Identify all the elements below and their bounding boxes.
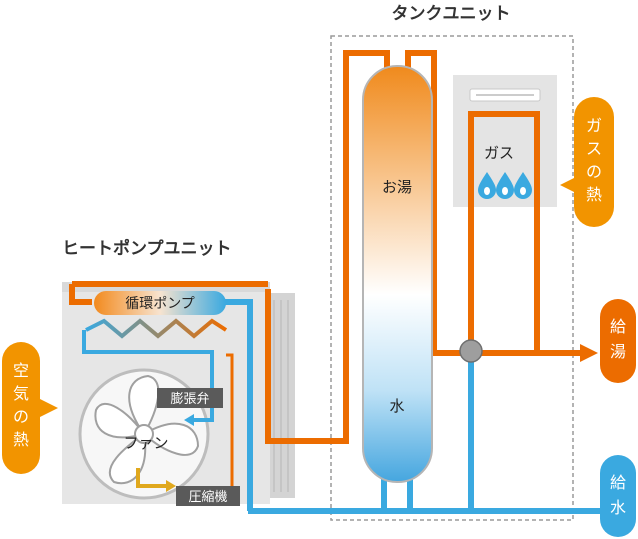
air-heat-label-4: 熱	[13, 430, 29, 449]
gas-flame-inner	[484, 187, 526, 195]
air-heat-label-2: 気	[13, 384, 29, 403]
tank-hot-water-label: お湯	[382, 178, 412, 196]
gas-heat-badge	[574, 97, 614, 227]
fan-hub	[134, 424, 154, 444]
heat-pump-unit-title: ヒートポンプユニット	[62, 238, 232, 259]
hot-water-supply-badge	[600, 299, 636, 383]
cold-water-pipes	[224, 299, 620, 514]
air-heat-arrow	[38, 398, 58, 418]
compressor-return-pipe	[226, 353, 234, 496]
circulation-pump-label: 循環ポンプ	[125, 296, 195, 312]
air-heat-label-3: の	[13, 407, 29, 426]
expansion-valve-box	[157, 388, 223, 408]
water-supply-label-2: 水	[610, 498, 626, 517]
gas-heat-label-1: ガ	[586, 116, 602, 135]
gas-heat-arrow	[560, 176, 578, 194]
gas-heat-label-4: 熱	[586, 185, 602, 204]
hot-water-supply-arrow	[580, 344, 598, 362]
compressor-label: 圧縮機	[188, 489, 227, 505]
hot-water-supply-label-1: 給	[610, 317, 626, 336]
compressor-box	[176, 486, 240, 506]
mixing-valve	[459, 339, 483, 363]
flame-icon	[496, 172, 514, 199]
compressor-arrow	[166, 480, 176, 492]
expansion-valve-arrow	[184, 414, 194, 426]
circulation-pump-box	[94, 291, 226, 315]
expansion-valve-label: 膨張弁	[170, 392, 209, 407]
gas-heat-label-3: の	[586, 162, 602, 181]
heat-exchanger-coil	[85, 318, 228, 339]
flame-icon	[478, 172, 496, 199]
hot-water-pipes	[265, 50, 583, 444]
water-supply-label-1: 給	[610, 473, 626, 492]
fan-label: ファン	[123, 434, 168, 452]
air-heat-label-1: 空	[13, 361, 29, 380]
hot-water-supply-label-2: 湯	[610, 342, 626, 361]
tank-unit-title: タンクユニット	[392, 4, 511, 24]
gas-label: ガス	[484, 144, 514, 162]
refrigerant-circuit-hot	[69, 281, 268, 305]
tank-unit-boundary	[330, 35, 574, 521]
heat-pump-fin-lines	[273, 300, 289, 492]
flame-icon	[514, 172, 532, 199]
gas-flame-icons	[478, 172, 532, 199]
gas-heat-label-2: ス	[586, 139, 602, 158]
air-heat-badge	[2, 342, 40, 474]
compressor-pipe	[136, 468, 168, 488]
water-supply-badge	[600, 455, 636, 537]
tank-water-label: 水	[389, 397, 404, 415]
hot-water-tank	[362, 65, 433, 483]
